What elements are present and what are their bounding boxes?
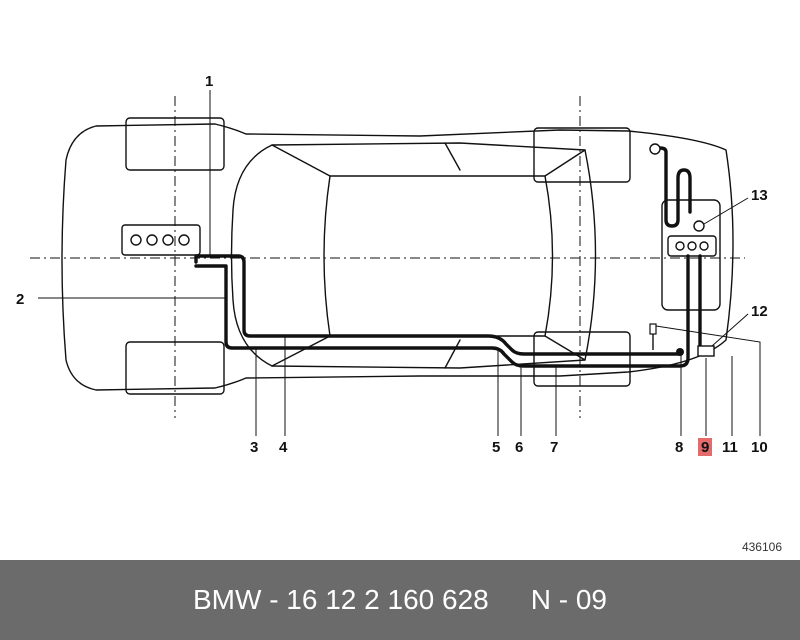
callout-4: 4 — [279, 439, 288, 456]
pressure-regulator — [649, 323, 657, 335]
wheel-rear-left — [533, 127, 631, 183]
callout-1: 1 — [205, 73, 213, 90]
fuel-filter — [697, 345, 715, 357]
roof-outline — [323, 175, 554, 337]
callout-3: 3 — [250, 439, 258, 456]
callout-12: 12 — [751, 303, 768, 320]
fuel-tank — [661, 199, 721, 311]
diagram-code: N - 09 — [530, 584, 607, 615]
callout-11: 11 — [722, 439, 738, 456]
wheel-front-right — [125, 341, 225, 395]
footer-bar: BMW - 16 12 2 160 628 N - 09 — [0, 560, 800, 640]
callout-6: 6 — [515, 439, 523, 456]
callout-7: 7 — [550, 439, 558, 456]
callout-9-highlight — [698, 438, 712, 456]
fuel-line-diagram: 1 2 3 4 5 6 7 8 9 11 10 12 13 — [16, 73, 768, 456]
callout-10: 10 — [751, 439, 768, 456]
callout-5: 5 — [492, 439, 500, 456]
callout-13: 13 — [751, 187, 768, 204]
cabin-outline — [230, 142, 597, 369]
engine-block — [121, 224, 201, 256]
fuel-lines — [194, 146, 702, 368]
callout-9: 9 — [701, 439, 709, 456]
wheel-rear-right — [533, 331, 631, 387]
callout-8: 8 — [675, 439, 683, 456]
part-number: BMW - 16 12 2 160 628 — [193, 584, 489, 615]
car-body-outline — [61, 123, 734, 391]
catalog-number: 436106 — [741, 540, 782, 554]
callout-2: 2 — [16, 291, 24, 308]
